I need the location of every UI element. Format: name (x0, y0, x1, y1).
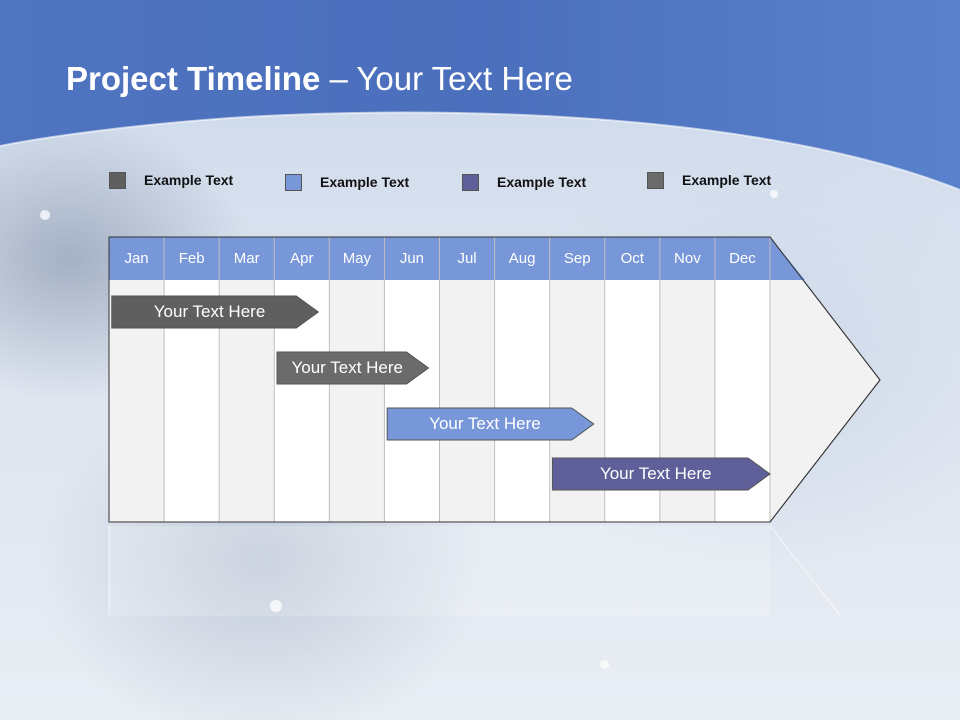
month-label: Dec (729, 250, 756, 267)
sparkle-decoration (270, 600, 282, 612)
month-label: Nov (674, 250, 701, 267)
month-header-cell (164, 237, 220, 280)
legend-swatch (109, 171, 126, 189)
page-title-bold: Project Timeline (66, 60, 321, 97)
month-header-cell (109, 237, 165, 280)
month-header-cell (384, 237, 440, 280)
task-bar-label: Your Text Here (429, 414, 541, 433)
month-header-cell (549, 237, 605, 280)
task-bar-label: Your Text Here (599, 464, 712, 483)
sparkle-decoration (40, 210, 50, 220)
month-label: Sep (563, 250, 591, 267)
month-column (329, 280, 385, 522)
month-header-cell (219, 237, 275, 280)
month-header-cell (274, 237, 330, 280)
month-label: Jul (457, 250, 477, 267)
sparkle-decoration (770, 190, 778, 198)
reflection-area (109, 526, 770, 616)
legend-swatch (285, 173, 302, 191)
legend-label: Example Text (144, 172, 234, 188)
month-column (439, 280, 495, 522)
legend-item: Example Text (109, 170, 233, 190)
reflection-line (769, 525, 841, 616)
task-bar (551, 457, 771, 491)
timeline-outline (108, 236, 881, 523)
month-label: Apr (290, 250, 314, 267)
legend-label: Example Text (682, 172, 772, 188)
month-header-cell (659, 237, 715, 280)
sparkle-decoration (600, 660, 609, 669)
task-bar (276, 351, 430, 385)
legend-swatch (647, 171, 664, 189)
month-label: Oct (620, 250, 644, 267)
month-label: Jan (124, 250, 149, 267)
month-label: Feb (178, 250, 205, 267)
legend-label: Example Text (497, 174, 587, 190)
legend-item: Example Text (462, 172, 586, 192)
month-column (384, 280, 440, 522)
task-bar-label: Your Text Here (153, 302, 266, 321)
title-banner (0, 0, 960, 190)
legend-item: Example Text (285, 172, 409, 192)
page-title-rest: – Your Text Here (320, 60, 573, 97)
month-header-cell (329, 237, 385, 280)
month-label: Jun (399, 250, 425, 267)
month-header-cell (439, 237, 495, 280)
task-bar (386, 407, 595, 441)
month-header-cell (494, 237, 550, 280)
month-label: Mar (233, 250, 260, 267)
month-header-cell (604, 237, 660, 280)
month-label: Aug (508, 250, 536, 267)
month-header-cell (714, 237, 770, 280)
task-bar-label: Your Text Here (291, 358, 403, 377)
legend-swatch (462, 173, 479, 191)
task-bar (111, 295, 320, 329)
legend-label: Example Text (320, 174, 410, 190)
page-title: Project Timeline – Your Text Here (66, 60, 573, 98)
month-column (494, 280, 550, 522)
legend-item: Example Text (647, 170, 771, 190)
month-label: May (342, 250, 372, 267)
